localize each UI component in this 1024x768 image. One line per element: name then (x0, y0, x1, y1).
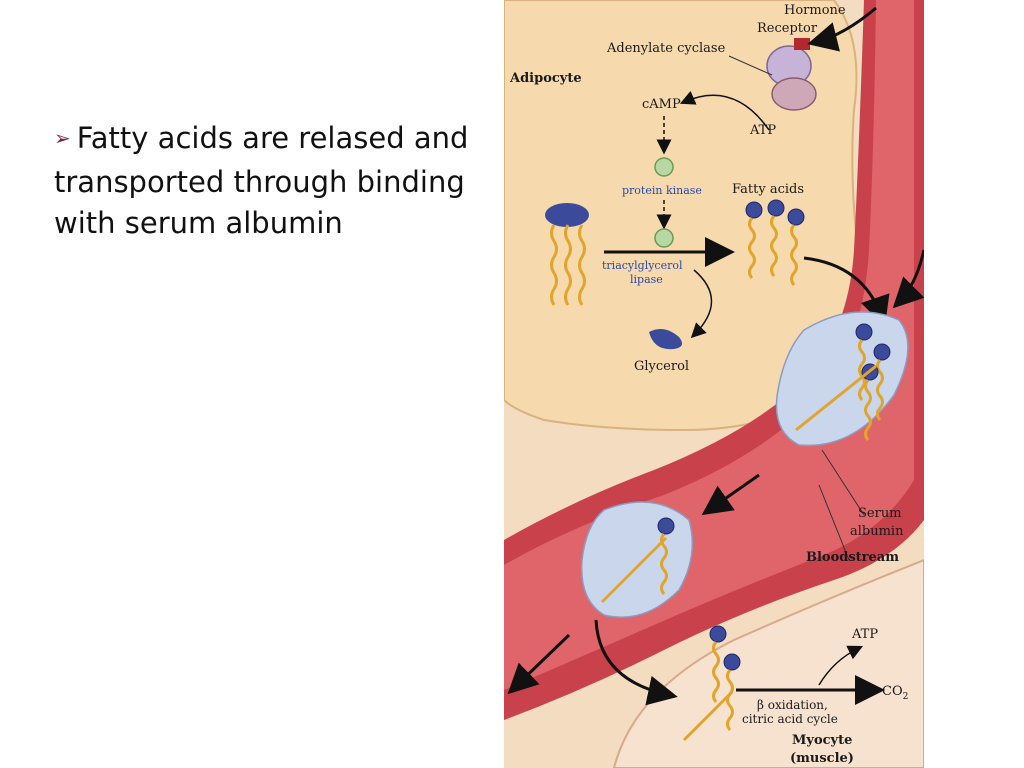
triacylglycerol-molecule (545, 203, 589, 306)
label-myocyte-2: (muscle) (790, 751, 854, 766)
label-serum-albumin-1: Serum (858, 506, 902, 521)
label-glycerol: Glycerol (634, 359, 689, 374)
label-camp: cAMP (642, 97, 681, 112)
label-myocyte-1: Myocyte (792, 733, 852, 748)
label-citric-acid-cycle: citric acid cycle (742, 712, 838, 726)
lipase-node (654, 228, 674, 248)
bullet-item: ➢Fatty acids are relased and transported… (54, 118, 494, 244)
myocyte-cell (612, 558, 924, 768)
serum-albumin-upper (775, 311, 909, 447)
label-tag-lipase-1: triacylglycerol (602, 259, 683, 272)
label-adipocyte: Adipocyte (509, 71, 582, 86)
label-protein-kinase: protein kinase (622, 184, 702, 197)
glycerol-molecule (649, 328, 683, 350)
protein-kinase-node (654, 157, 674, 177)
label-beta-oxidation: β oxidation, (757, 698, 828, 712)
label-hormone: Hormone (784, 3, 846, 18)
label-co2: CO2 (882, 684, 908, 702)
label-serum-albumin-2: albumin (850, 524, 904, 539)
bullet-text: Fatty acids are relased and transported … (54, 121, 469, 240)
label-tag-lipase-2: lipase (630, 273, 663, 286)
label-adenylate-cyclase: Adenylate cyclase (606, 41, 726, 56)
label-bloodstream: Bloodstream (806, 550, 899, 565)
serum-albumin-lower (580, 501, 694, 618)
label-fatty-acids: Fatty acids (732, 182, 804, 197)
receptor-complex (766, 38, 817, 111)
bullet-arrow-icon: ➢ (54, 126, 71, 150)
fatty-acid-transport-figure: Hormone Receptor Adenylate cyclase Adipo… (504, 0, 924, 768)
myocyte-fatty-acid (682, 624, 742, 742)
label-receptor: Receptor (757, 21, 818, 36)
label-atp-top: ATP (749, 123, 776, 138)
label-atp-bottom: ATP (851, 627, 878, 642)
